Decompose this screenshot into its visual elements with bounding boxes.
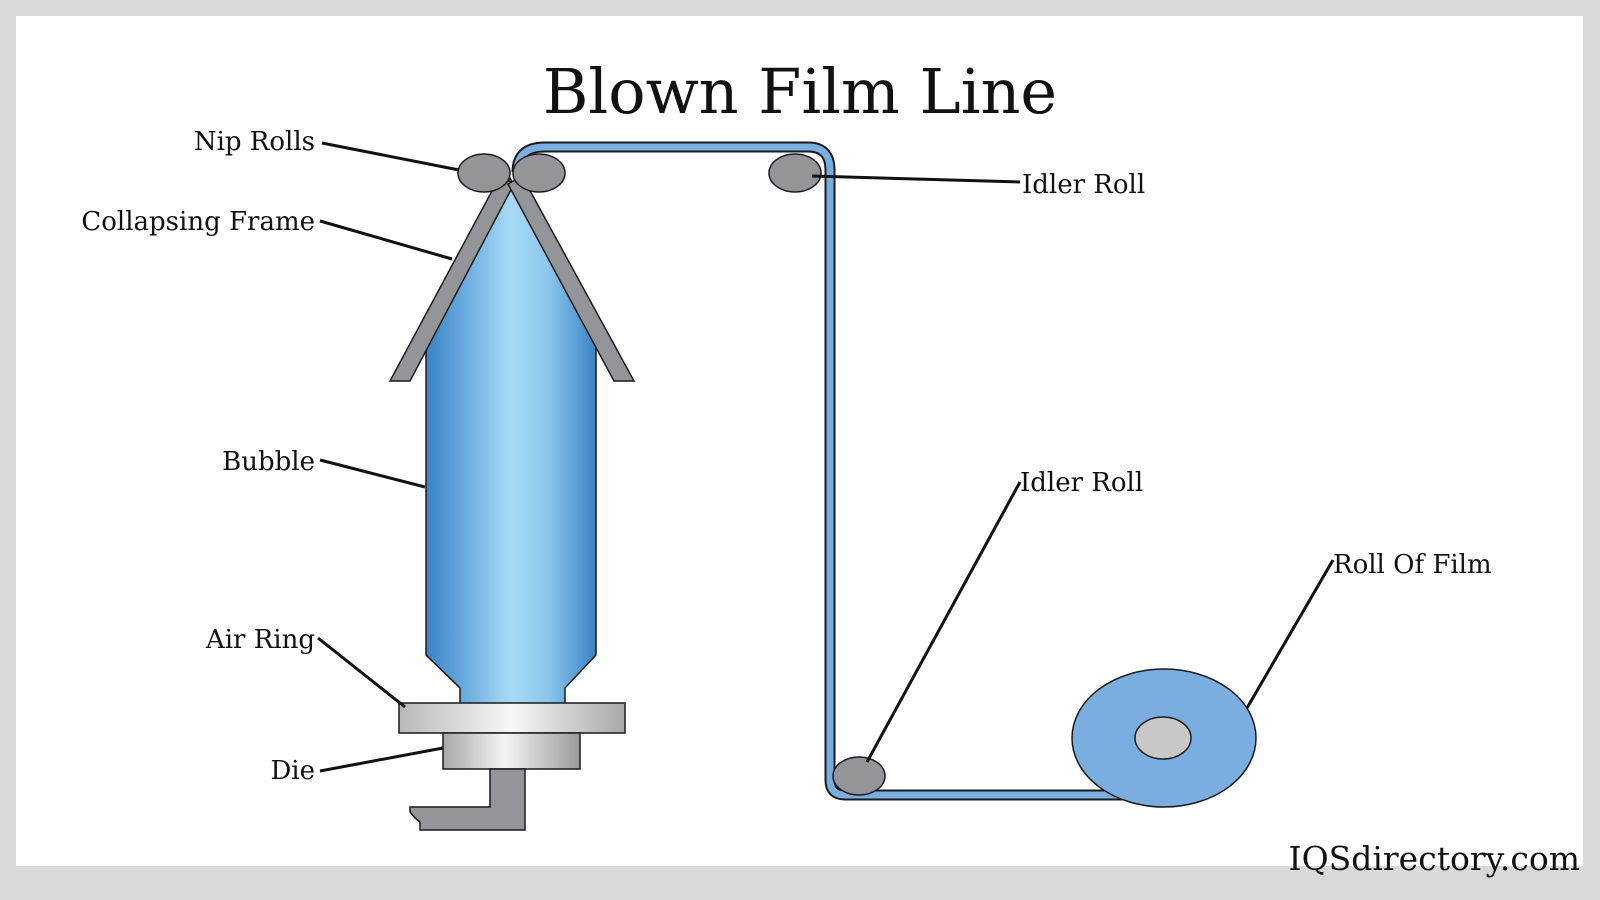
label-air-ring: Air Ring xyxy=(205,625,315,655)
leader-idler-roll-top xyxy=(811,174,1021,184)
label-idler-roll-bottom: Idler Roll xyxy=(1020,468,1143,498)
leader-roll-of-film xyxy=(1245,559,1335,709)
die xyxy=(442,732,581,770)
nip-roll-right xyxy=(512,153,566,193)
leader-collapsing-frame xyxy=(319,219,453,261)
label-die: Die xyxy=(270,756,315,786)
idler-roll-top xyxy=(768,153,822,193)
diagram-title: Blown Film Line xyxy=(543,55,1057,128)
collapsing-frame-right xyxy=(506,174,636,382)
leader-nip-rolls xyxy=(321,141,460,172)
air-ring xyxy=(398,702,626,734)
leader-air-ring xyxy=(317,636,406,709)
label-collapsing-frame: Collapsing Frame xyxy=(81,207,315,237)
nip-roll-left xyxy=(457,153,511,193)
leader-bubble xyxy=(319,458,426,489)
extruder-stand xyxy=(409,768,526,831)
brand-watermark: IQSdirectory.com xyxy=(1289,839,1580,878)
idler-roll-bottom xyxy=(832,756,886,796)
label-roll-of-film: Roll Of Film xyxy=(1333,550,1492,580)
collapsing-frame-left xyxy=(388,174,516,382)
label-idler-roll-top: Idler Roll xyxy=(1022,170,1145,200)
bubble xyxy=(425,176,597,706)
label-nip-rolls: Nip Rolls xyxy=(194,127,315,157)
leader-die xyxy=(319,746,444,773)
label-bubble: Bubble xyxy=(222,447,315,477)
leader-idler-roll-bottom xyxy=(865,481,1022,763)
roll-of-film-core xyxy=(1134,716,1192,760)
